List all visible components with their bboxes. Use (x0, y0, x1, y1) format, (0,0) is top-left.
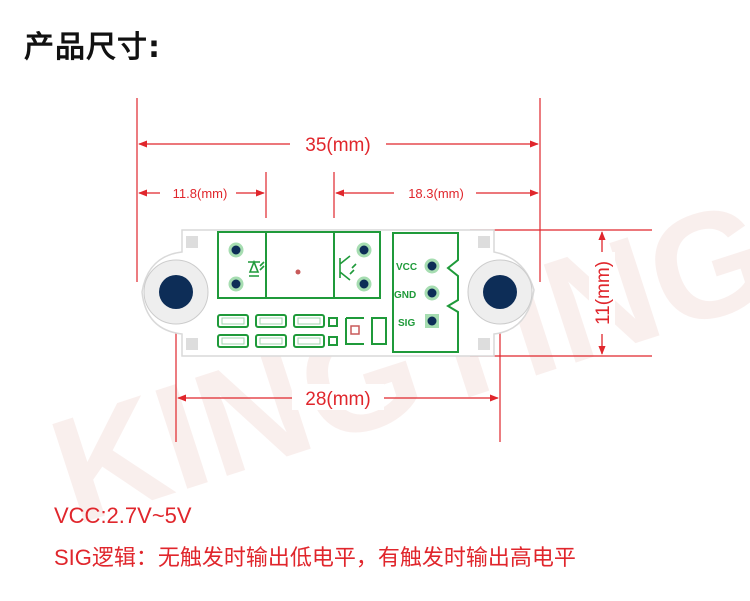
pcb-edge-shadow (186, 236, 490, 350)
sig-pin-label: SIG (398, 318, 415, 329)
left-mounting-hole (143, 259, 209, 325)
smd-components (217, 314, 387, 348)
photo-interrupter-footprint (217, 231, 381, 299)
right-offset-label: 18.3(mm) (408, 186, 464, 201)
voltage-note: VCC:2.7V~5V (54, 503, 192, 528)
gnd-pin-pad (424, 285, 440, 301)
pads-right (356, 242, 372, 292)
left-offset-label: 11.8(mm) (173, 186, 228, 201)
smd-pads-inner (221, 317, 321, 345)
total-length-label: 35(mm) (305, 135, 370, 156)
sig-led-dot (350, 325, 360, 335)
pin-header-outline (392, 232, 459, 353)
led-symbol-icon (248, 259, 265, 277)
right-mounting-hole (467, 259, 533, 325)
sig-pin-hole (427, 316, 437, 326)
phototransistor-symbol-icon (339, 255, 357, 281)
logic-note: SIG逻辑：无触发时输出低电平，有触发时输出高电平 (54, 545, 576, 570)
vcc-pin-label: VCC (396, 262, 417, 273)
gnd-pin-label: GND (394, 290, 416, 301)
hole-spacing-label: 28(mm) (305, 389, 370, 410)
page-title: 产品尺寸: (24, 30, 161, 65)
center-dot (295, 269, 301, 275)
watermark: KINGYING (33, 167, 750, 556)
pads-left (228, 242, 244, 292)
height-label: 11(mm) (593, 261, 614, 325)
vcc-pin-pad (424, 258, 440, 274)
